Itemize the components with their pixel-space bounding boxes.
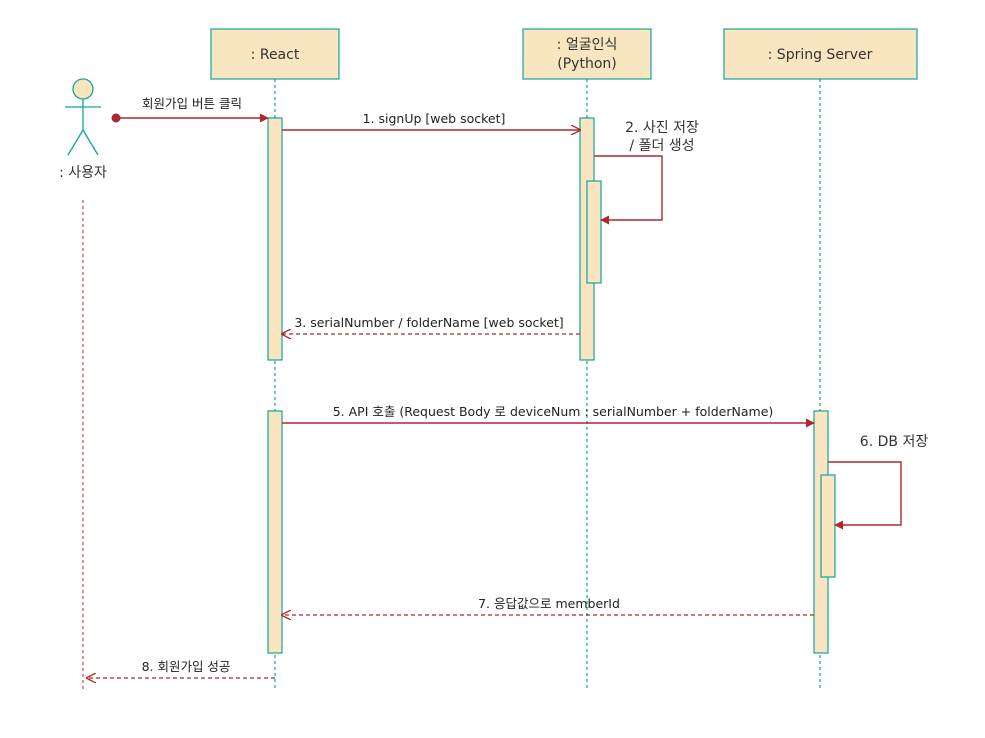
participant-react-box [210, 28, 340, 80]
spring-self-activation [820, 474, 836, 578]
message-signup-label: 1. signUp [web socket] [363, 111, 506, 126]
participant-spring: : Spring Server [723, 28, 918, 80]
message-save-photo: 2. 사진 저장 / 폴더 생성 [594, 120, 699, 225]
actor-name: : 사용자 [59, 165, 107, 181]
message-signup-success-label: 8. 회원가입 성공 [142, 659, 231, 674]
participant-face-label-line2: (Python) [557, 56, 616, 72]
participant-spring-box [723, 28, 918, 80]
participant-face-label-line1: : 얼굴인식 [557, 37, 618, 53]
message-serial-number-label: 3. serialNumber / folderName [web socket… [294, 315, 563, 330]
message-save-photo-label-line2: / 폴더 생성 [629, 138, 694, 154]
participant-react: : React [210, 28, 340, 80]
face-self-activation [586, 180, 602, 284]
message-signup-click: 회원가입 버튼 클릭 [111, 96, 269, 123]
participant-react-label: : React [251, 47, 300, 63]
message-save-photo-label-line1: 2. 사진 저장 [625, 120, 699, 136]
message-db-save-label: 6. DB 저장 [860, 434, 929, 450]
message-member-id-label: 7. 응답값으로 memberId [478, 596, 620, 611]
react-activation-2 [267, 410, 283, 654]
participant-face-box [522, 28, 652, 80]
message-signup-click-label: 회원가입 버튼 클릭 [142, 96, 242, 111]
participant-spring-label: : Spring Server [768, 47, 873, 63]
message-serial-number: 3. serialNumber / folderName [web socket… [282, 315, 580, 334]
actor-head [72, 78, 94, 100]
message-member-id: 7. 응답값으로 memberId [282, 596, 814, 615]
message-api-call-label: 5. API 호출 (Request Body 로 deviceNum : se… [333, 404, 774, 419]
message-db-save: 6. DB 저장 [828, 434, 929, 530]
actor-user: : 사용자 [59, 78, 107, 181]
message-api-call: 5. API 호출 (Request Body 로 deviceNum : se… [282, 404, 815, 428]
participant-face: : 얼굴인식 (Python) [522, 28, 652, 80]
react-activation-1 [267, 117, 283, 361]
message-signup-success: 8. 회원가입 성공 [87, 659, 275, 678]
message-signup: 1. signUp [web socket] [282, 111, 580, 130]
